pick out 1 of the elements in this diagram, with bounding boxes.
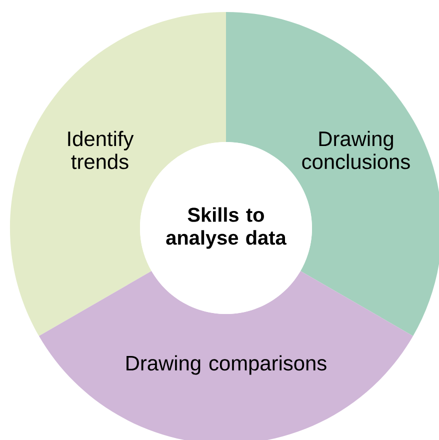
donut-segment: Drawing comparisons <box>38 271 414 440</box>
